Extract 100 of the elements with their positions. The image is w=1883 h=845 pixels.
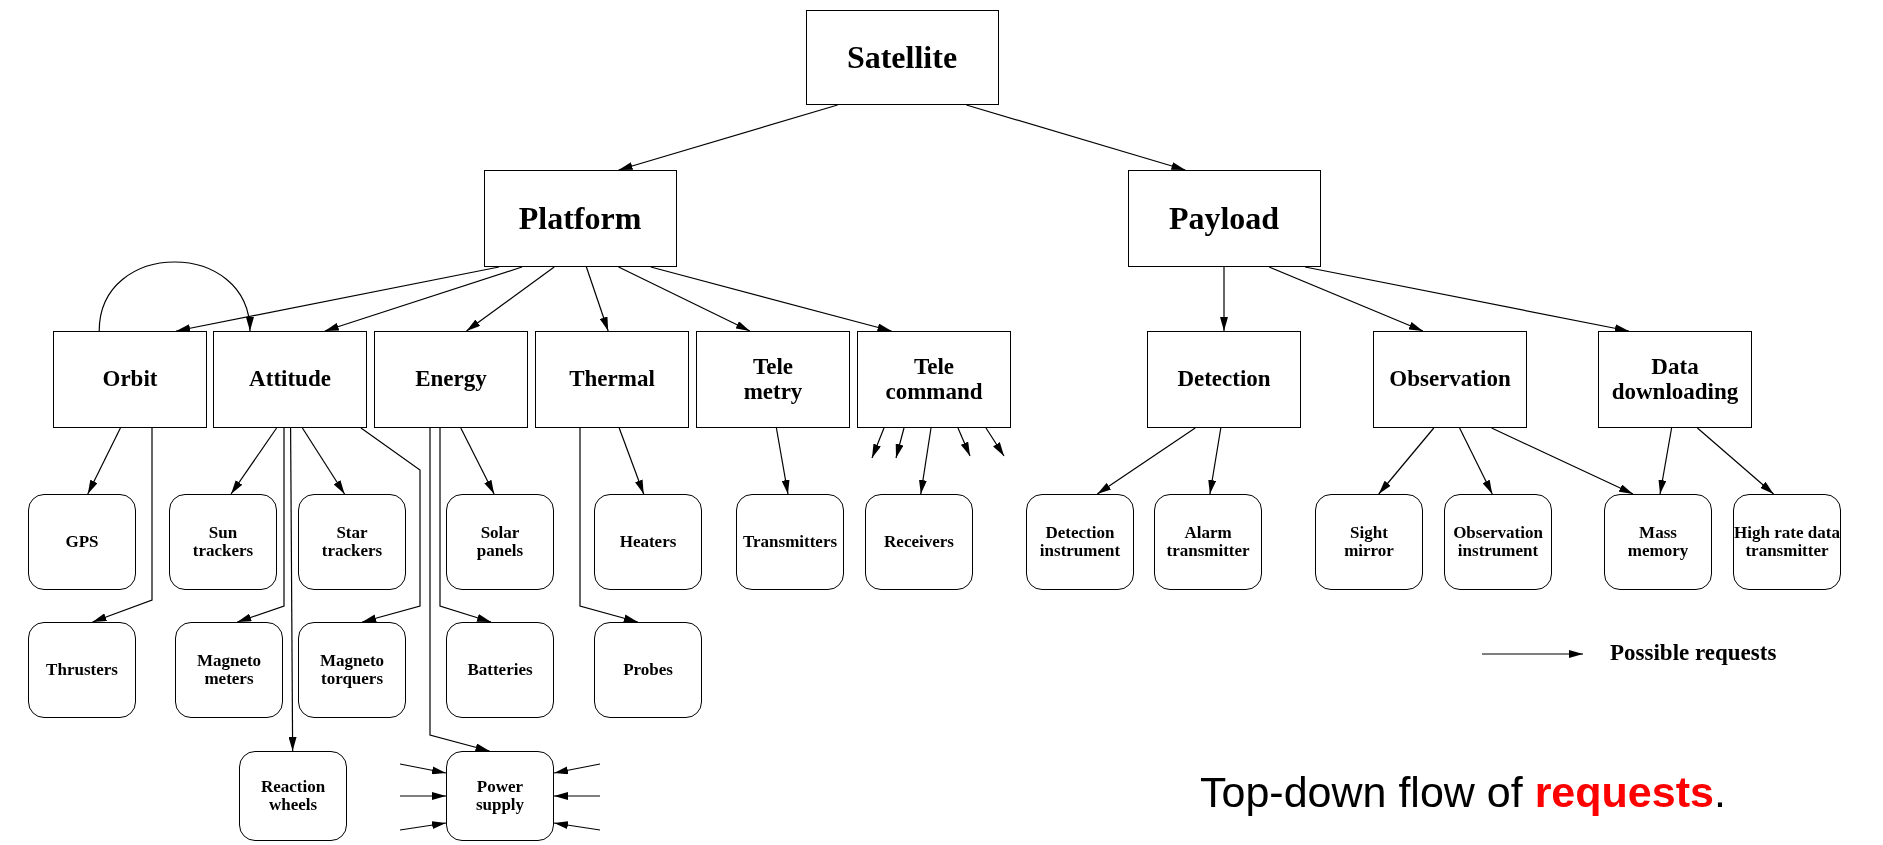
process-box — [1373, 331, 1527, 428]
node-label: Batteries — [467, 660, 533, 680]
node-label: High rate data transmitter — [1734, 523, 1840, 561]
node-label: Detection — [1177, 367, 1271, 392]
arrow — [460, 427, 495, 495]
rounded-box — [1154, 494, 1262, 590]
arrow — [301, 427, 346, 495]
arrow — [399, 792, 447, 800]
node-label: Probes — [623, 660, 673, 680]
rounded-box — [1026, 494, 1134, 590]
node-label: Observation instrument — [1453, 523, 1543, 561]
arrow — [895, 427, 905, 459]
rounded-box — [28, 494, 136, 590]
arrow — [919, 427, 932, 495]
node-label: Attitude — [249, 367, 331, 392]
arrow — [1491, 427, 1634, 495]
process-box — [483, 170, 677, 267]
node-label: Magneto torquers — [319, 651, 385, 689]
rounded-box — [446, 751, 554, 841]
rounded-box — [1315, 494, 1423, 590]
node-label: Sun trackers — [192, 523, 254, 561]
arrow — [1459, 427, 1493, 495]
caption: Top-down flow of requests. — [1200, 768, 1726, 817]
node-label: Tele metry — [743, 354, 803, 405]
arrow — [871, 427, 885, 459]
arrow — [1304, 266, 1630, 333]
arrow — [1268, 266, 1424, 332]
node-label: Reaction wheels — [260, 777, 326, 815]
rounded-box — [446, 494, 554, 590]
arrow — [87, 427, 121, 495]
arrow — [553, 792, 601, 800]
process-box — [213, 331, 367, 428]
arrow — [1208, 427, 1222, 495]
node-label: Thermal — [569, 367, 655, 392]
arrow — [650, 266, 893, 332]
rounded-box — [1604, 494, 1712, 590]
arrow — [230, 427, 278, 495]
arrow — [360, 427, 421, 623]
node-label: Satellite — [846, 40, 958, 75]
arrow — [585, 266, 609, 332]
node-label: Alarm transmitter — [1166, 523, 1250, 561]
rounded-box — [175, 622, 283, 718]
legend-label: Possible requests — [1610, 640, 1777, 666]
arrow — [553, 763, 601, 775]
arrow — [1658, 427, 1673, 495]
rounded-box — [736, 494, 844, 590]
arrow — [98, 261, 252, 332]
node-label: Thrusters — [46, 660, 118, 680]
node-label: Data downloading — [1610, 354, 1740, 405]
node-label: GPS — [65, 532, 99, 552]
rounded-box — [1444, 494, 1552, 590]
arrow — [465, 266, 555, 332]
rounded-box — [1733, 494, 1841, 590]
arrow — [236, 427, 285, 623]
node-label: Sight mirror — [1344, 523, 1394, 561]
arrow — [399, 821, 447, 831]
rounded-box — [239, 751, 347, 841]
arrow — [399, 763, 447, 775]
arrow — [618, 427, 645, 495]
process-box — [857, 331, 1011, 428]
arrow — [175, 266, 500, 333]
node-label: Receivers — [884, 532, 954, 552]
rounded-box — [169, 494, 277, 590]
node-label: Energy — [415, 367, 487, 392]
arrow — [1696, 427, 1775, 495]
node-label: Payload — [1168, 201, 1280, 236]
process-box — [535, 331, 689, 428]
arrow — [618, 266, 751, 332]
arrow — [965, 104, 1186, 171]
arrow — [439, 427, 492, 623]
node-label: Detection instrument — [1039, 523, 1121, 561]
arrow — [1096, 427, 1196, 495]
process-box — [53, 331, 207, 428]
node-label: Star trackers — [321, 523, 383, 561]
process-box — [1598, 331, 1752, 428]
rounded-box — [594, 494, 702, 590]
process-box — [805, 10, 999, 105]
node-label: Platform — [518, 201, 642, 236]
process-box — [1127, 170, 1321, 267]
node-label: Tele command — [885, 354, 983, 405]
arrow — [985, 427, 1005, 457]
node-label: Mass memory — [1627, 523, 1689, 561]
arrow — [553, 821, 601, 831]
rounded-box — [28, 622, 136, 718]
rounded-box — [865, 494, 973, 590]
node-label: Heaters — [619, 532, 677, 552]
process-box — [1147, 331, 1301, 428]
rounded-box — [298, 494, 406, 590]
arrow — [618, 104, 839, 171]
process-box — [374, 331, 528, 428]
node-label: Transmitters — [742, 532, 838, 552]
node-label: Observation — [1389, 367, 1511, 392]
node-label: Power supply — [475, 777, 525, 815]
node-label: Magneto meters — [196, 651, 262, 689]
arrow — [579, 427, 639, 623]
rounded-box — [594, 622, 702, 718]
arrow — [957, 427, 971, 457]
node-label: Orbit — [102, 367, 158, 392]
arrow — [91, 427, 153, 623]
rounded-box — [446, 622, 554, 718]
